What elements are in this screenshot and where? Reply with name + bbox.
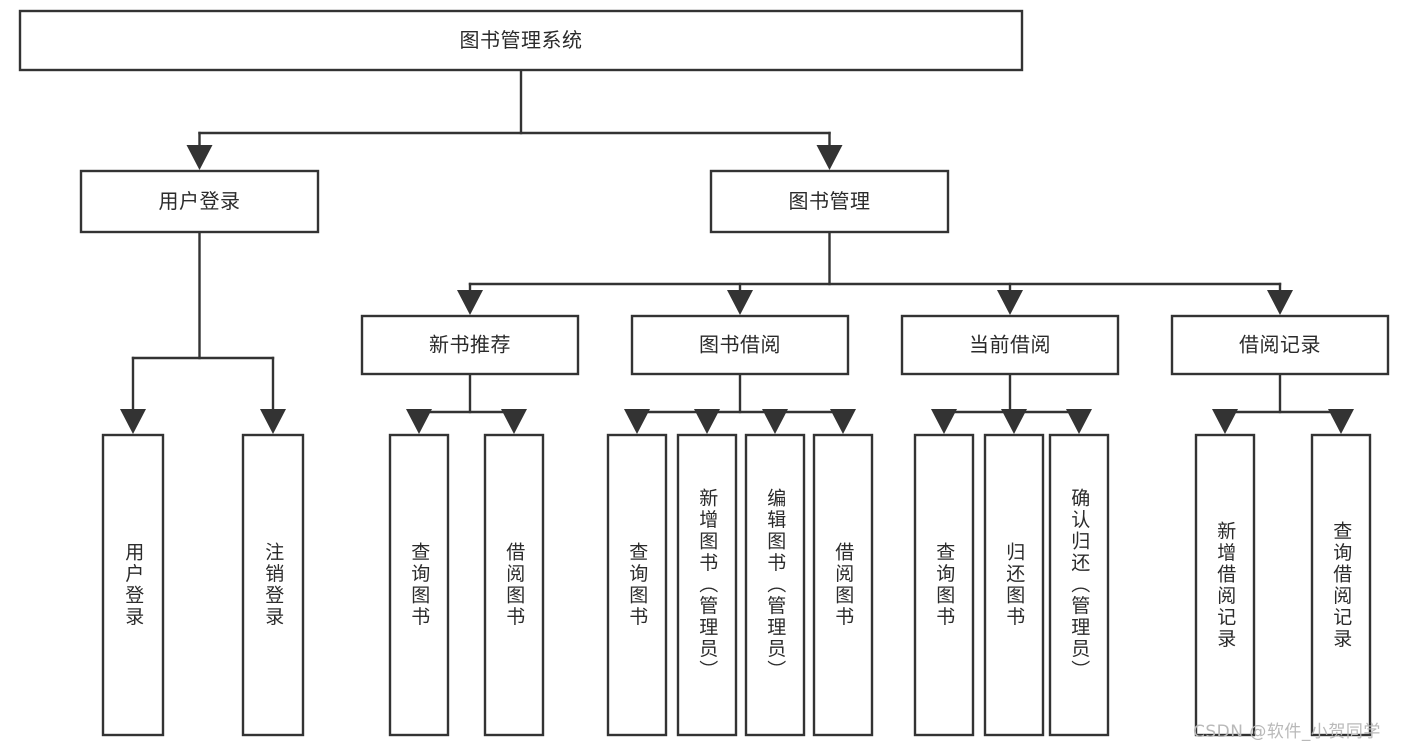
node-box-leaf-query-book-borrow[interactable]: [606, 433, 668, 737]
arrow-head-borrow-record: [1267, 290, 1293, 315]
node-box-leaf-edit-book[interactable]: [744, 433, 806, 737]
arrow-head-leaf-return-book: [1001, 409, 1027, 434]
node-box-book-management[interactable]: [709, 169, 950, 234]
node-label-root: 图书管理系统: [460, 28, 583, 52]
node-box-leaf-return-book[interactable]: [983, 433, 1045, 737]
boxes-layer: [18, 9, 1390, 737]
arrow-head-leaf-edit-book: [762, 409, 788, 434]
arrow-head-leaf-logout: [260, 409, 286, 434]
csdn-watermark: CSDN @软件_小贺同学: [1193, 722, 1381, 742]
arrow-head-user-login: [186, 145, 213, 170]
node-box-leaf-add-book[interactable]: [676, 433, 738, 737]
arrow-head-leaf-user-login: [120, 409, 146, 434]
node-box-borrow-record[interactable]: [1170, 314, 1390, 376]
arrow-head-leaf-borrow-book: [830, 409, 856, 434]
node-box-leaf-borrow-book-rec[interactable]: [483, 433, 545, 737]
arrow-head-book-management: [816, 145, 843, 170]
node-label-user-login: 用户登录: [159, 189, 241, 213]
arrow-head-current-borrow: [997, 290, 1023, 315]
node-box-leaf-user-login[interactable]: [101, 433, 165, 737]
arrow-head-book-borrow: [727, 290, 753, 315]
node-label-book-management: 图书管理: [789, 189, 871, 213]
node-box-leaf-add-borrow-record[interactable]: [1194, 433, 1256, 737]
arrow-head-new-book-recommend: [457, 290, 483, 315]
node-box-leaf-query-book-current[interactable]: [913, 433, 975, 737]
node-label-new-book-recommend: 新书推荐: [429, 333, 511, 357]
arrow-head-leaf-query-book-current: [931, 409, 957, 434]
node-box-leaf-borrow-book[interactable]: [812, 433, 874, 737]
node-box-leaf-query-book-rec[interactable]: [388, 433, 450, 737]
arrow-head-leaf-add-book: [694, 409, 720, 434]
node-label-borrow-record: 借阅记录: [1239, 333, 1321, 357]
arrow-head-leaf-query-borrow-record: [1328, 409, 1354, 434]
node-label-book-borrow: 图书借阅: [699, 333, 781, 357]
arrow-head-leaf-add-borrow-record: [1212, 409, 1238, 434]
node-box-root[interactable]: [18, 9, 1024, 72]
node-box-leaf-logout[interactable]: [241, 433, 305, 737]
arrow-head-leaf-borrow-book-rec: [501, 409, 527, 434]
node-box-current-borrow[interactable]: [900, 314, 1120, 376]
connectors-layer: [120, 68, 1354, 434]
arrow-head-leaf-query-book-borrow: [624, 409, 650, 434]
arrow-head-leaf-query-book-rec: [406, 409, 432, 434]
arrow-head-leaf-confirm-return: [1066, 409, 1092, 434]
node-box-leaf-query-borrow-record[interactable]: [1310, 433, 1372, 737]
node-box-user-login[interactable]: [79, 169, 320, 234]
node-label-current-borrow: 当前借阅: [969, 333, 1051, 357]
node-box-leaf-confirm-return[interactable]: [1048, 433, 1110, 737]
node-box-book-borrow[interactable]: [630, 314, 850, 376]
node-box-new-book-recommend[interactable]: [360, 314, 580, 376]
